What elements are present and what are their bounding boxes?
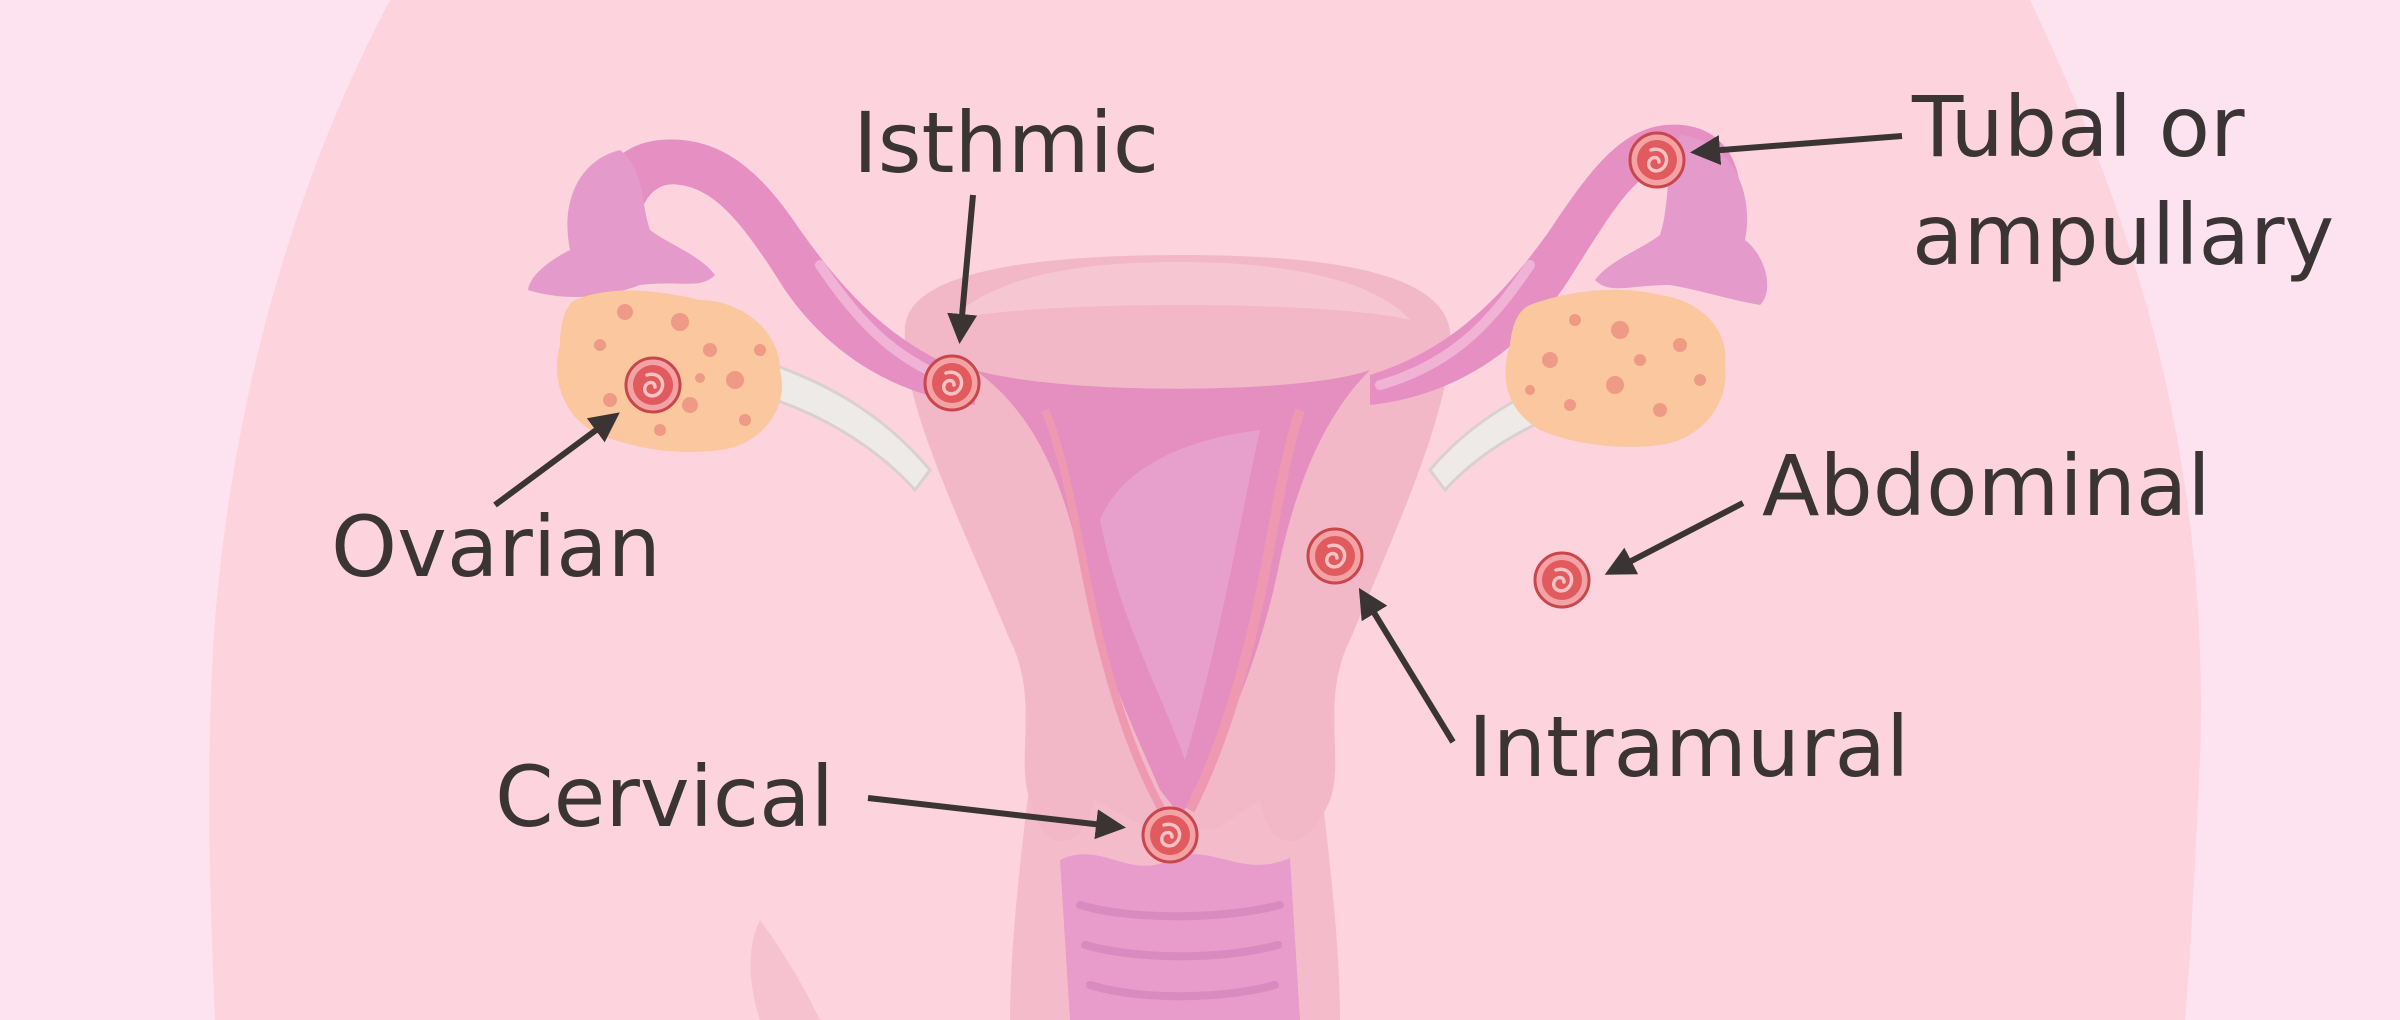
uterine-cavity-edge xyxy=(1185,408,1305,813)
embryo-intramural xyxy=(1306,527,1364,585)
arrow-abdominal xyxy=(1604,500,1745,575)
uterus-fundus-highlight xyxy=(950,262,1410,320)
vagina-folds xyxy=(1060,854,1300,1020)
left-fimbriae xyxy=(528,150,715,297)
right-ovary xyxy=(1505,289,1726,447)
arrow-intramural xyxy=(1358,587,1456,744)
vagina-ridges xyxy=(1076,901,1284,1001)
uterine-cavity-inner xyxy=(1100,430,1260,760)
left-ovarian-ligament xyxy=(758,357,932,493)
label-abdominal: Abdominal xyxy=(1762,437,2211,535)
arrow-tubal xyxy=(1690,133,1903,166)
uterine-cavity-edge-left xyxy=(1041,408,1166,812)
right-tube-inner xyxy=(1375,260,1535,390)
arrow-cervical xyxy=(867,795,1126,840)
label-isthmic: Isthmic xyxy=(853,94,1159,192)
embryo-cervical xyxy=(1141,806,1199,864)
right-fallopian-tube xyxy=(1370,124,1741,406)
arrow-ovarian xyxy=(493,412,620,508)
label-ovarian: Ovarian xyxy=(331,498,661,596)
embryo-isthmic xyxy=(923,354,981,412)
body-shadow xyxy=(750,920,820,1020)
embryo-tubal xyxy=(1628,131,1686,189)
label-tubal-line1: Tubal or xyxy=(1911,78,2245,176)
embryo-ovarian xyxy=(624,356,682,414)
arrow-isthmic xyxy=(947,194,978,344)
embryo-abdominal xyxy=(1533,551,1591,609)
label-tubal-line2: ampullary xyxy=(1912,186,2334,284)
label-intramural: Intramural xyxy=(1468,698,1909,796)
right-fimbriae xyxy=(1595,135,1768,305)
label-cervical: Cervical xyxy=(495,748,834,846)
